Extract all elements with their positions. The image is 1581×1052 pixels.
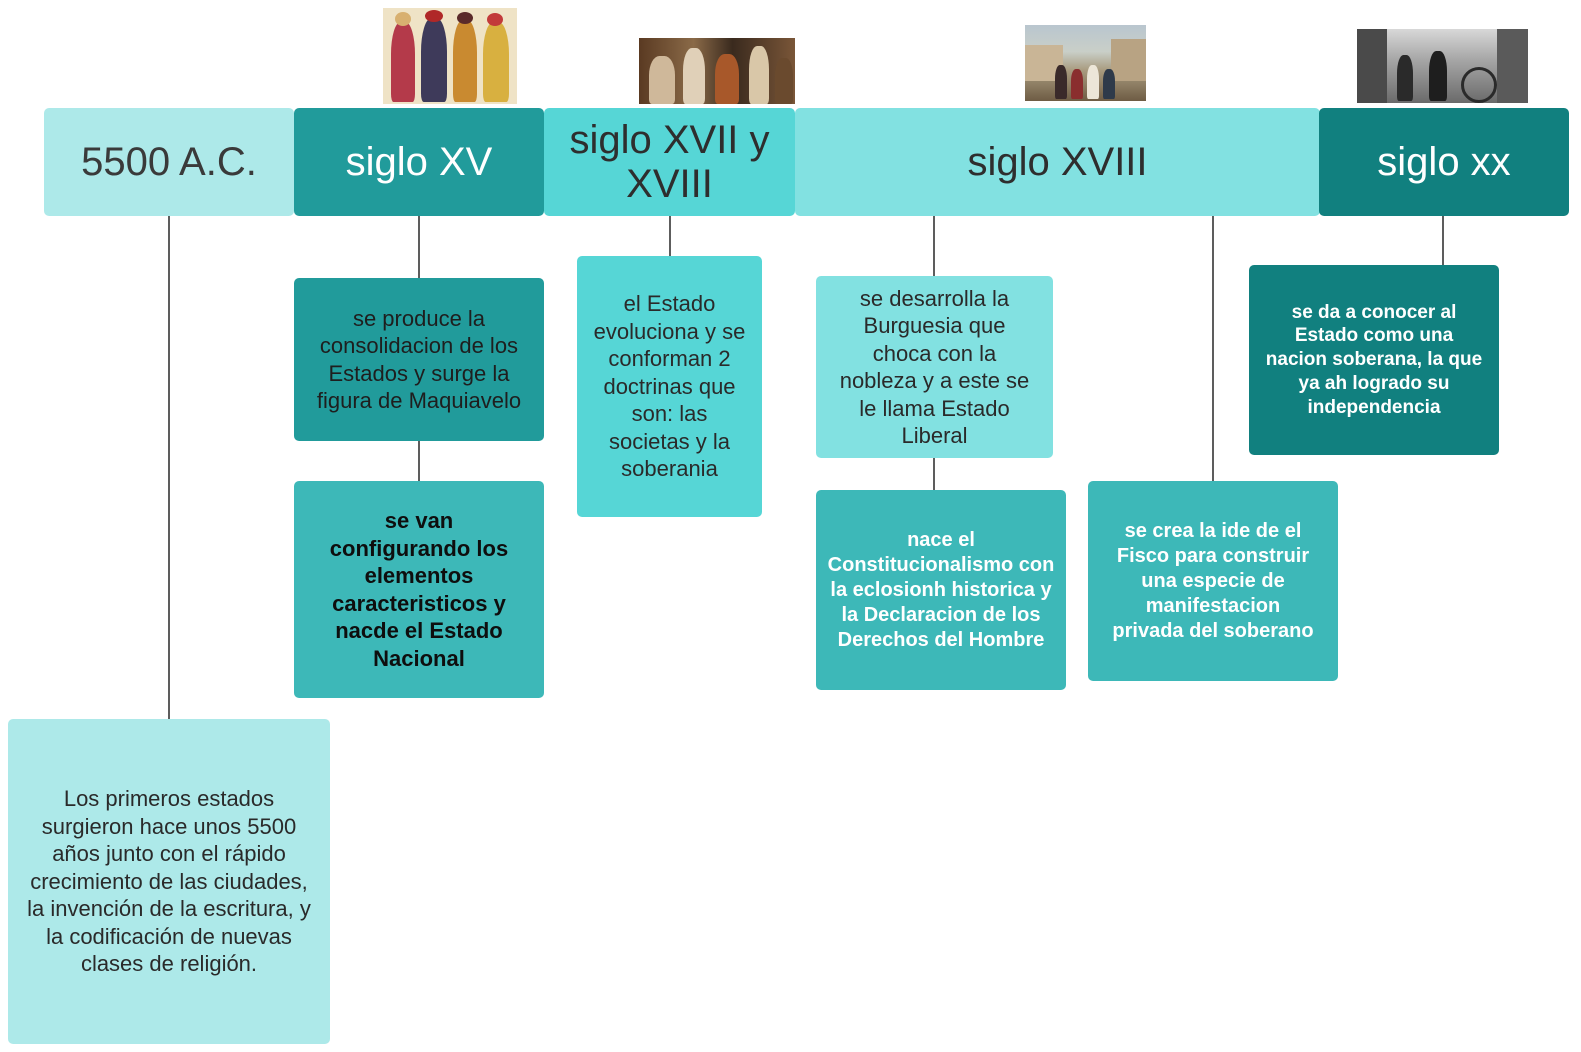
connector-line — [418, 441, 420, 481]
event-box-consolidacion: se produce la consolidacion de los Estad… — [294, 278, 544, 441]
event-text: el Estado evoluciona y se conforman 2 do… — [593, 291, 746, 482]
connector-line — [168, 216, 170, 719]
event-text: se crea la ide de el Fisco para construi… — [1112, 519, 1314, 642]
period-siglo-xv: siglo XV — [294, 108, 544, 216]
connector-line — [1212, 216, 1214, 481]
event-box-doctrinas: el Estado evoluciona y se conforman 2 do… — [577, 256, 762, 517]
period-label: siglo xx — [1377, 140, 1511, 184]
event-box-nacion-soberana: se da a conocer al Estado como una nacio… — [1249, 265, 1499, 455]
event-box-primeros-estados: Los primeros estados surgieron hace unos… — [8, 719, 330, 1044]
connector-line — [418, 216, 420, 278]
period-siglo-xviii: siglo XVIII — [795, 108, 1320, 216]
event-box-estado-nacional: se van configurando los elementos caract… — [294, 481, 544, 698]
street-procession-image — [1025, 25, 1146, 101]
event-text: Los primeros estados surgieron hace unos… — [27, 786, 311, 977]
event-box-fisco: se crea la ide de el Fisco para construi… — [1088, 481, 1338, 681]
event-box-constitucionalismo: nace el Constitucionalismo con la eclosi… — [816, 490, 1066, 690]
period-label: siglo XVII y XVIII — [569, 118, 770, 206]
renaissance-costumes-image — [383, 8, 517, 104]
period-label: 5500 A.C. — [81, 140, 257, 184]
event-text: se van configurando los elementos caract… — [329, 508, 509, 671]
connector-line — [933, 216, 935, 276]
period-label: siglo XV — [345, 140, 493, 184]
event-text: se da a conocer al Estado como una nacio… — [1265, 301, 1483, 418]
connector-line — [1442, 216, 1444, 265]
period-label: siglo XVIII — [967, 140, 1148, 184]
event-text: se produce la consolidacion de los Estad… — [316, 305, 522, 414]
period-siglo-xvii-xviii: siglo XVII y XVIII — [544, 108, 795, 216]
vintage-street-photo-image — [1357, 29, 1528, 103]
period-siglo-xx: siglo xx — [1319, 108, 1569, 216]
court-painting-image — [639, 38, 795, 104]
event-box-burguesia: se desarrolla la Burguesia que choca con… — [816, 276, 1053, 458]
period-5500-ac: 5500 A.C. — [44, 108, 294, 216]
event-text: nace el Constitucionalismo con la eclosi… — [827, 528, 1055, 651]
event-text: se desarrolla la Burguesia que choca con… — [839, 285, 1030, 449]
connector-line — [933, 458, 935, 490]
connector-line — [669, 216, 671, 256]
